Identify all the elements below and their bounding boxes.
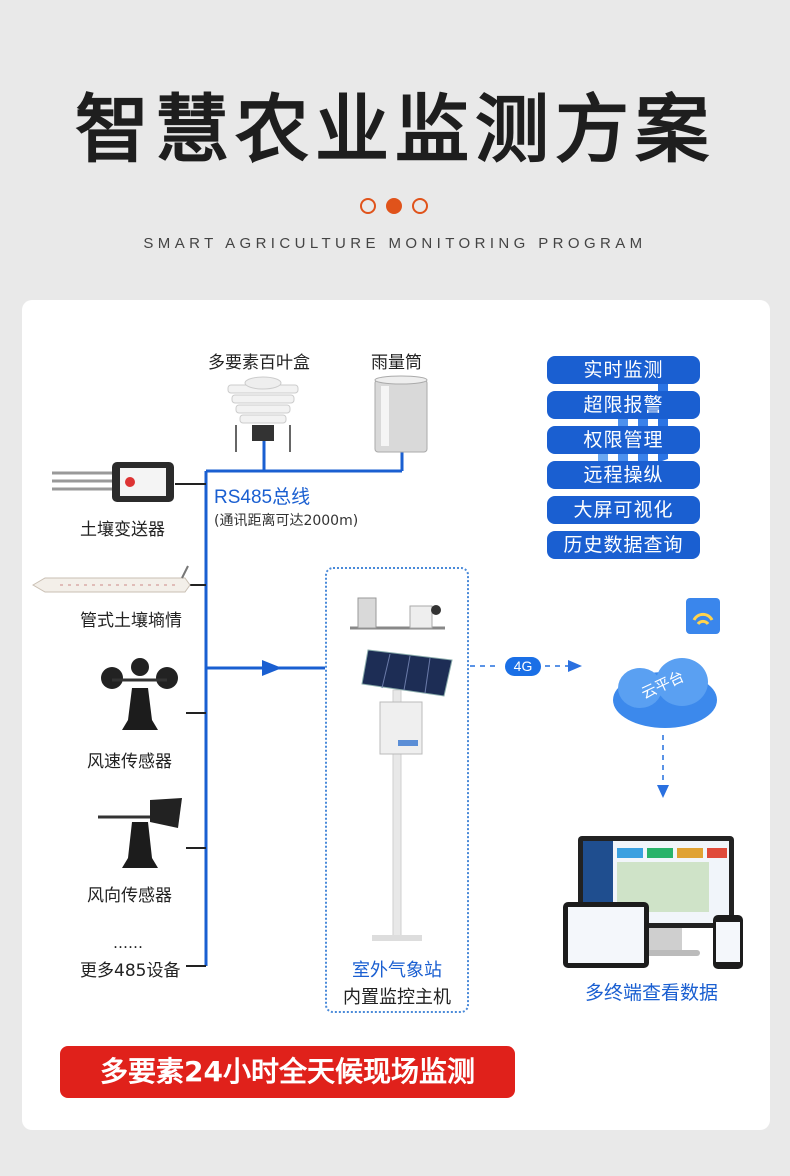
feature-realtime-monitoring: 实时监测 (547, 356, 700, 384)
dot-filled-icon (386, 198, 402, 214)
weather-station-icon (350, 597, 453, 941)
feature-history-query: 历史数据查询 (547, 531, 700, 559)
decorative-dots (360, 196, 432, 216)
dot-outline-icon (412, 198, 428, 214)
wind-speed-sensor-icon (101, 658, 178, 730)
feature-big-screen-visualization: 大屏可视化 (547, 496, 700, 524)
tube-soil-sensor-icon (32, 565, 191, 593)
station-label: 室外气象站 (352, 960, 442, 981)
label-rain-gauge: 雨量筒 (371, 353, 422, 373)
page-title: 智慧农业监测方案 (75, 87, 715, 173)
label-tube-soil: 管式土壤墒情 (80, 611, 182, 631)
terminal-devices-icon (563, 836, 743, 969)
label-wind-direction: 风向传感器 (87, 886, 172, 906)
bus-title: RS485总线 (214, 487, 311, 508)
feature-overlimit-alarm: 超限报警 (547, 391, 700, 419)
label-more-ellipsis: …… (113, 934, 143, 952)
rain-gauge-icon (374, 375, 428, 453)
page-subtitle: SMART AGRICULTURE MONITORING PROGRAM (143, 235, 647, 252)
louver-box-icon (227, 376, 299, 452)
label-soil-transmitter: 土壤变送器 (80, 520, 165, 540)
dot-outline-icon (360, 198, 376, 214)
label-wind-speed: 风速传感器 (87, 752, 172, 772)
bottom-banner: 多要素24小时全天候现场监测 (60, 1046, 515, 1098)
flow-arrow-icon (262, 660, 282, 676)
wind-direction-sensor-icon (98, 798, 182, 868)
label-louver-box: 多要素百叶盒 (208, 353, 310, 373)
station-sublabel: 内置监控主机 (343, 987, 451, 1008)
terminal-label: 多终端查看数据 (585, 982, 719, 1004)
weather-station-frame (325, 567, 469, 1013)
feature-permission-management: 权限管理 (547, 426, 700, 454)
bus-note: (通讯距离可达2000m) (214, 513, 359, 529)
soil-transmitter-icon (52, 462, 174, 502)
badge-4g: 4G (505, 657, 541, 676)
label-more-devices: 更多485设备 (80, 961, 181, 981)
feature-remote-control: 远程操纵 (547, 461, 700, 489)
